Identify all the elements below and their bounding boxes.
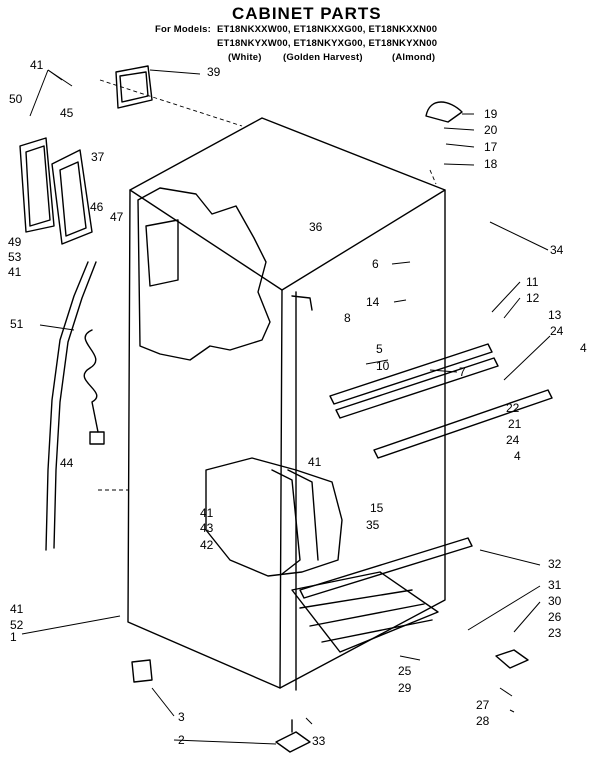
callout-46: 46 [90,200,104,214]
callout-31: 31 [548,578,562,592]
callout-41-c: 41 [308,455,322,469]
callout-45: 45 [60,106,74,120]
callout-14: 14 [366,295,380,309]
diagram-title: CABINET PARTS [232,4,382,23]
roller [131,659,153,683]
cross-rail [299,537,473,599]
callout-24-b: 24 [506,433,520,447]
callout-33: 33 [312,734,326,748]
power-cord [83,329,99,433]
callout-18: 18 [484,157,498,171]
callout-6: 6 [372,257,379,271]
callout-24-a: 24 [550,324,564,338]
diagram-header: CABINET PARTS For Models: ET18NKXXW00, E… [0,0,608,70]
models-line-2: ET18NKYXW00, ET18NKYXG00, ET18NKYXN00 [217,38,438,49]
callout-49: 49 [8,235,22,249]
control-panel [19,137,55,233]
callout-39: 39 [207,65,221,79]
callout-4-a: 4 [580,341,587,355]
callout-10: 10 [376,359,390,373]
models-prefix: For Models: [155,24,212,35]
callout-37: 37 [91,150,105,164]
callout-15: 15 [370,501,384,515]
callout-30: 30 [548,594,562,608]
front-rail [329,343,493,405]
callout-32: 32 [548,557,562,571]
callout-23: 23 [548,626,562,640]
callout-36: 36 [309,220,323,234]
bottom-tray [291,571,439,653]
leveling-leg [275,731,311,753]
models-line-1: ET18NKXXW00, ET18NKXXG00, ET18NKXXN00 [217,24,438,35]
control-panel-cover [51,149,93,245]
callout-8: 8 [344,311,351,325]
callout-12: 12 [526,291,540,305]
callout-5: 5 [376,342,383,356]
callout-22: 22 [506,401,520,415]
callout-41-d: 41 [200,506,214,520]
callout-13: 13 [548,308,562,322]
callout-41-e: 41 [10,602,24,616]
drain-tube [45,261,89,551]
evaporator-cover [205,457,343,577]
callout-47: 47 [110,210,124,224]
callout-3: 3 [178,710,185,724]
callout-28: 28 [476,714,490,728]
callout-42: 42 [200,538,214,552]
callout-7: 7 [459,365,466,379]
callout-1: 1 [10,630,17,644]
color-golden-harvest: (Golden Harvest) [283,52,363,63]
cabinet-front-edge [281,189,446,291]
top-hinge-cover [425,101,463,123]
hinge-bracket [495,649,529,669]
callout-52: 52 [10,618,24,632]
callout-25: 25 [398,664,412,678]
callout-34: 34 [550,243,564,257]
callout-26: 26 [548,610,562,624]
callout-11: 11 [526,275,539,289]
callout-19: 19 [484,107,498,121]
callout-29: 29 [398,681,412,695]
callout-41-b: 41 [8,265,22,279]
callout-43: 43 [200,521,214,535]
callout-20: 20 [484,123,498,137]
hinge-plate [115,65,153,109]
callout-17: 17 [484,140,498,154]
callout-41-a: 41 [30,58,44,72]
cabinet-shell [127,117,446,689]
callout-4-b: 4 [514,449,521,463]
callout-21: 21 [508,417,522,431]
callout-53: 53 [8,250,22,264]
color-almond: (Almond) [392,52,436,63]
callout-2: 2 [178,733,185,747]
callout-44: 44 [60,456,74,470]
callout-50: 50 [9,92,23,106]
callout-27: 27 [476,698,490,712]
color-white: (White) [228,52,262,63]
cabinet-front-top-edge [129,189,283,291]
callout-51: 51 [10,317,24,331]
callout-35: 35 [366,518,380,532]
liner-cutaway [137,187,271,361]
cabinet-front-corner [279,289,283,689]
